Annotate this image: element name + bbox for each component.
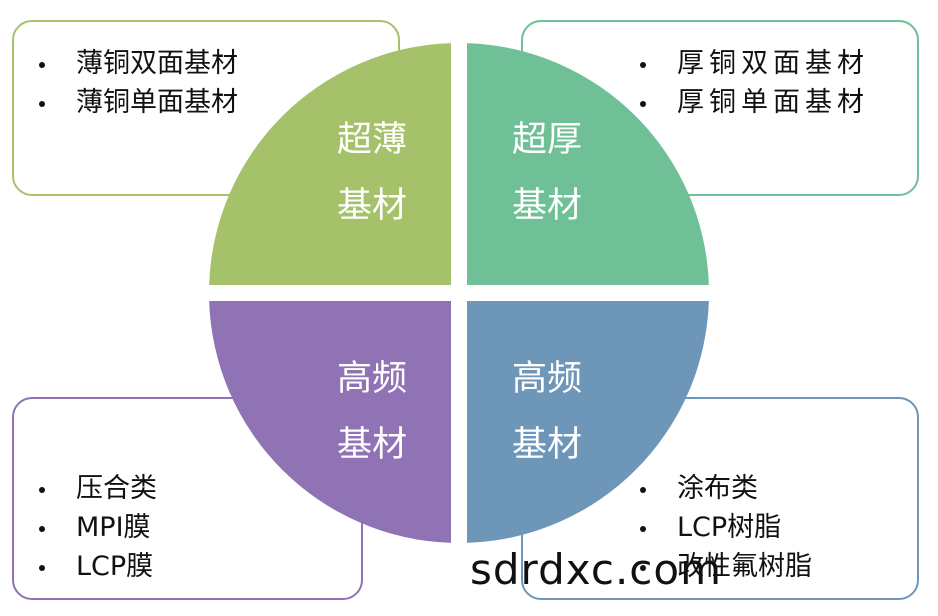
list-item: 改性氟树脂 xyxy=(637,547,812,586)
list-item: 压合类 xyxy=(36,469,157,508)
label-line: 基材 xyxy=(511,425,582,465)
quadrant-bottom-left xyxy=(209,301,451,543)
label-line: 高频 xyxy=(511,359,582,399)
list-item: 薄铜单面基材 xyxy=(36,83,238,122)
label-line: 基材 xyxy=(336,186,407,226)
label-line: 基材 xyxy=(336,425,407,465)
label-line: 超厚 xyxy=(511,120,582,160)
quadrant-label-high-frequency-right: 高频 基材 xyxy=(487,346,607,478)
top-left-bullet-list: 薄铜双面基材 薄铜单面基材 xyxy=(36,44,238,122)
list-item: LCP树脂 xyxy=(637,508,812,547)
quadrant-bottom-right xyxy=(467,301,709,543)
quadrant-top-left xyxy=(209,43,451,285)
label-line: 基材 xyxy=(511,186,582,226)
quadrant-top-right xyxy=(467,43,709,285)
list-item: 涂布类 xyxy=(637,469,812,508)
quadrant-label-ultra-thick: 超厚 基材 xyxy=(487,107,607,239)
list-item: 厚铜双面基材 xyxy=(637,44,869,83)
list-item: 薄铜双面基材 xyxy=(36,44,238,83)
list-item: MPI膜 xyxy=(36,508,157,547)
bottom-left-bullet-list: 压合类 MPI膜 LCP膜 xyxy=(36,469,157,586)
quadrant-label-high-frequency-left: 高频 基材 xyxy=(312,346,432,478)
top-right-bullet-list: 厚铜双面基材 厚铜单面基材 xyxy=(637,44,869,122)
label-line: 高频 xyxy=(336,359,407,399)
list-item: LCP膜 xyxy=(36,547,157,586)
quadrant-label-ultra-thin: 超薄 基材 xyxy=(312,107,432,239)
label-line: 超薄 xyxy=(336,120,407,160)
list-item: 厚铜单面基材 xyxy=(637,83,869,122)
bottom-right-bullet-list: 涂布类 LCP树脂 改性氟树脂 xyxy=(637,469,812,586)
watermark-text: sdrdxc.com xyxy=(470,545,722,594)
